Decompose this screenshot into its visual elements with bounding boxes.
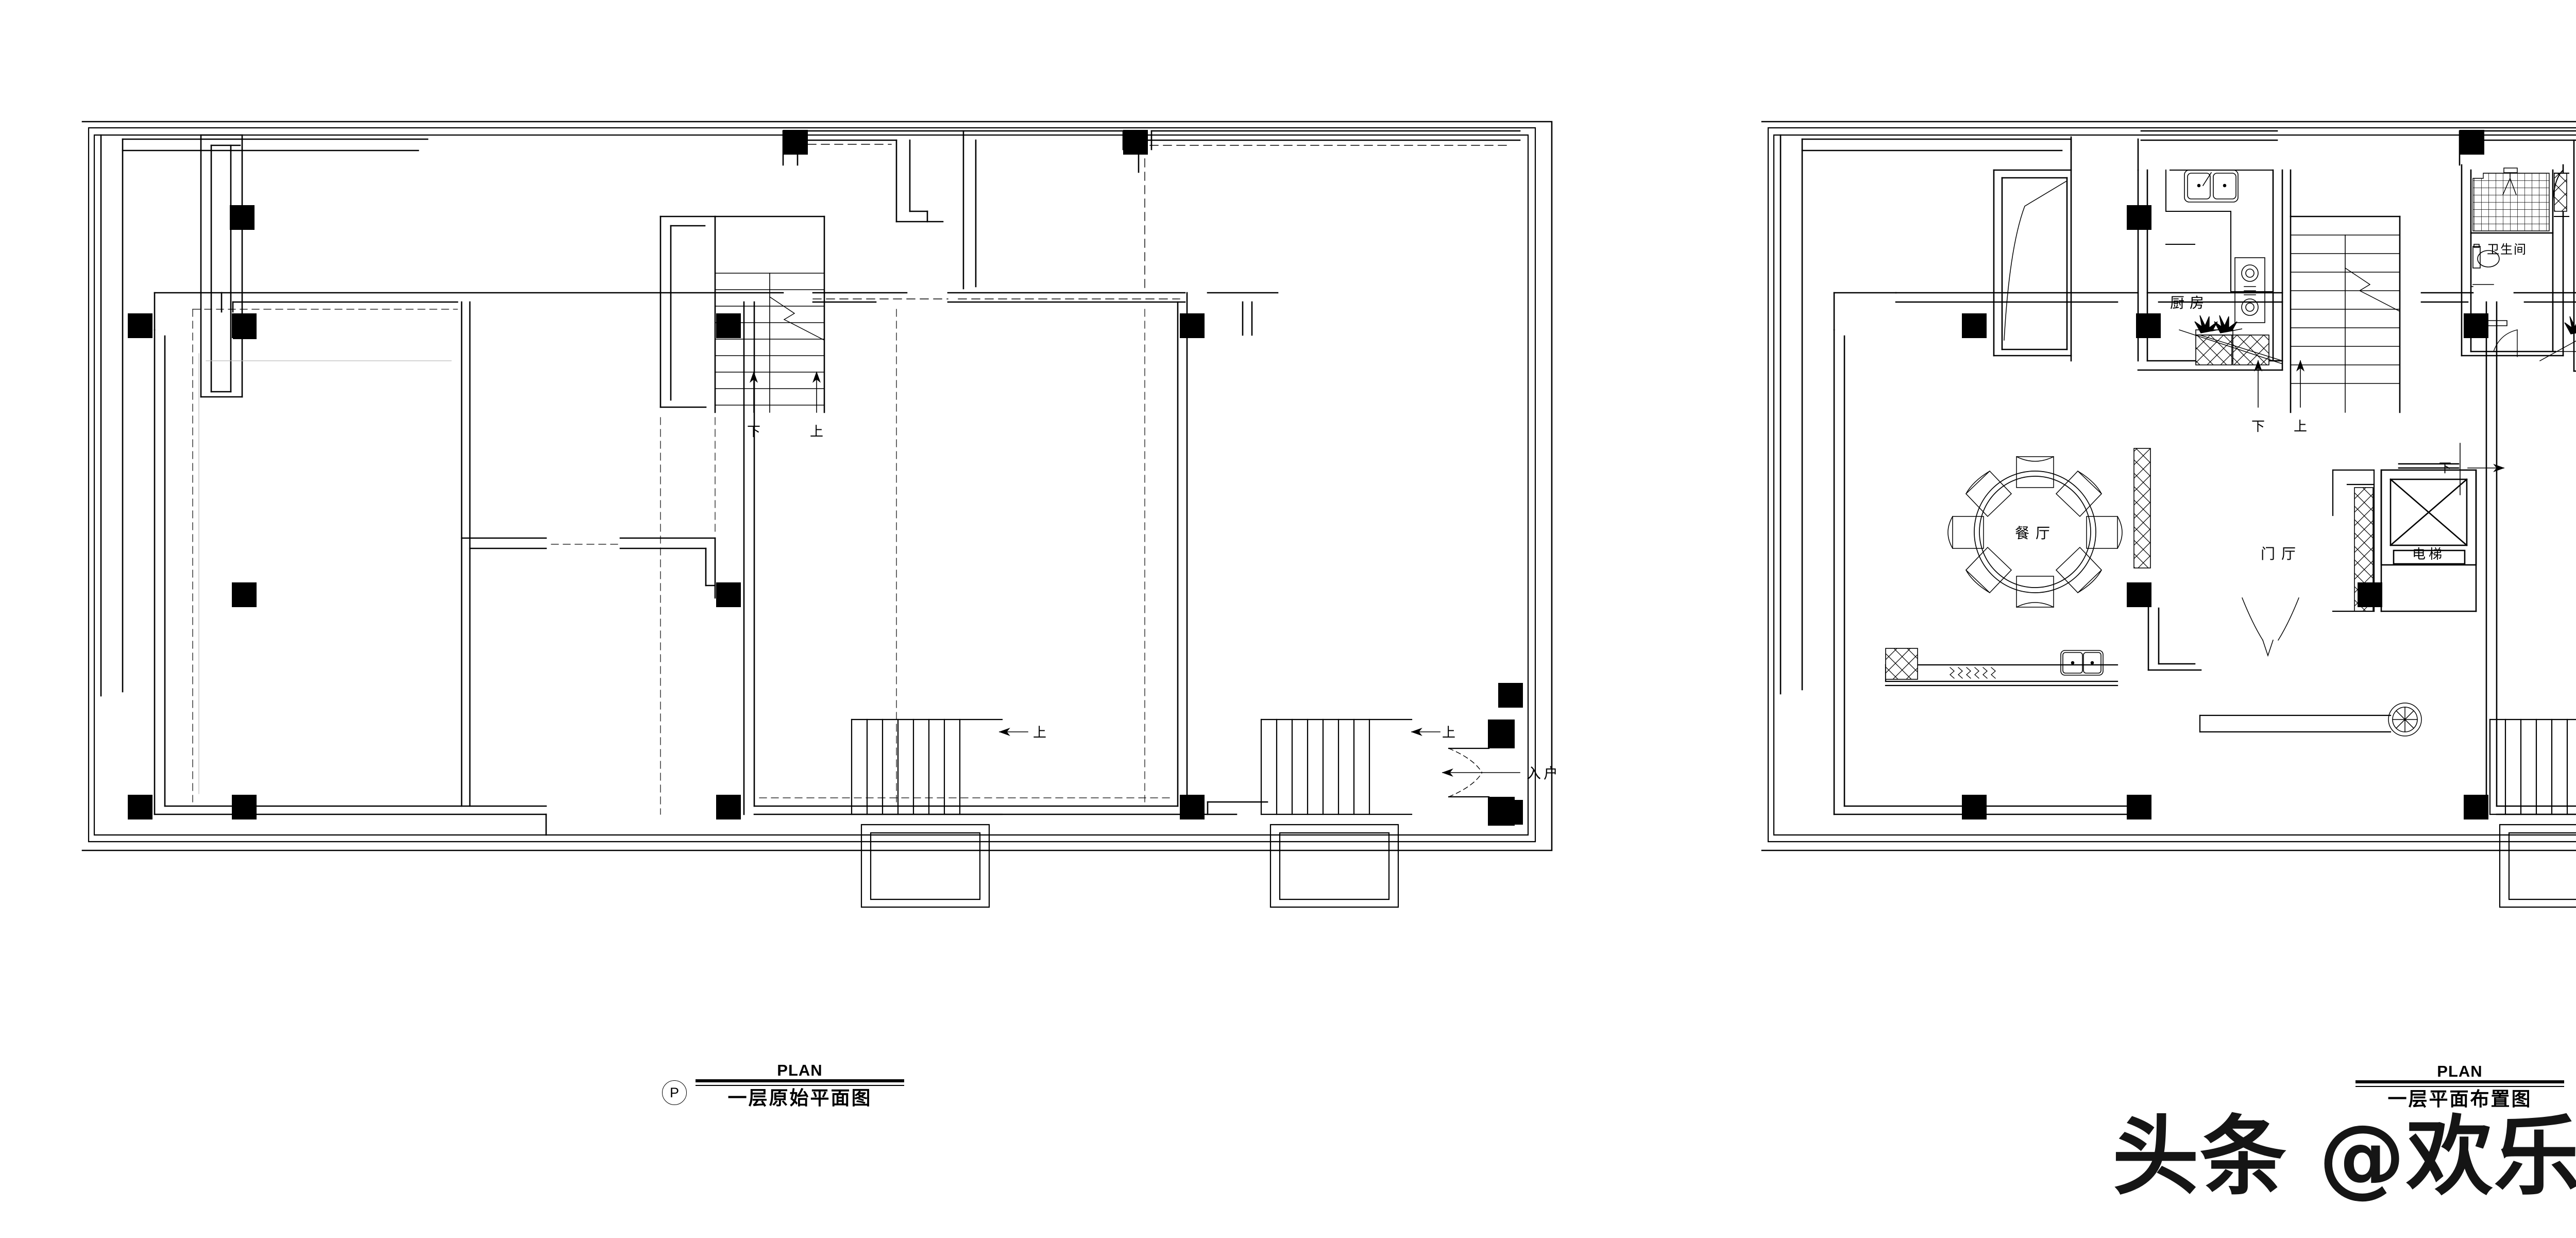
stair-arrows-layout xyxy=(2254,360,2304,408)
down-marker-living xyxy=(2460,443,2505,495)
title-block-right: PLAN 一层平面布置图 xyxy=(2355,1062,2564,1111)
title-en-left: PLAN xyxy=(777,1061,823,1079)
upper-left-stairwell xyxy=(200,134,243,398)
bathroom-door xyxy=(2493,329,2518,357)
annotation-right-1: 上 xyxy=(2294,419,2307,434)
upper-right-rooms-left xyxy=(895,130,1153,290)
stair-direction-arrows xyxy=(750,371,821,413)
plant-symbols xyxy=(2179,315,2576,364)
bathroom-closet xyxy=(2554,173,2567,212)
title-block-left: PLAN 一层原始平面图 xyxy=(696,1061,904,1110)
annotation-right-2: 下 xyxy=(2439,461,2451,475)
shower-head xyxy=(2502,168,2518,195)
site-boundary-right xyxy=(1767,127,2576,843)
top-wall-left xyxy=(782,130,1521,223)
room-label-dining: 餐厅 xyxy=(2015,525,2056,542)
plan-text-labels: 下 上 上 上 入户 厨房 卫生间 老人房 餐厅 门厅 电梯 客厅 下 上 下 … xyxy=(747,242,2527,782)
planter-circle xyxy=(2388,702,2422,737)
utility-divider xyxy=(1950,667,1996,679)
stair-break-line xyxy=(769,296,825,341)
mid-wall-right xyxy=(1833,292,2576,331)
balcony-right xyxy=(1780,134,2072,695)
exterior-steps-right xyxy=(2489,718,2576,908)
foyer-walls xyxy=(2147,601,2202,671)
title-rule-bottom-left xyxy=(696,1085,904,1086)
garden-path xyxy=(2199,714,2392,733)
watermark-text: 头条 @欢乐佳园装饰别墅大宅 xyxy=(2112,1106,2576,1207)
left-room-original xyxy=(154,301,547,836)
room-label-kitchen: 厨房 xyxy=(2170,294,2209,311)
upper-left-block xyxy=(100,134,429,697)
kitchen-sink xyxy=(2184,170,2239,203)
room-label-elevator: 电梯 xyxy=(2412,547,2445,562)
annotation-left-1: 上 xyxy=(810,424,823,440)
hidden-left-room xyxy=(192,309,458,802)
annotation-left-3: 上 xyxy=(1442,725,1455,741)
balcony-curve xyxy=(2004,180,2067,341)
title-rule-top-right xyxy=(2355,1080,2564,1084)
title-rule-top-left xyxy=(696,1079,904,1083)
living-room-walls xyxy=(2485,301,2576,815)
hidden-central xyxy=(551,417,716,815)
title-cn-right: 一层平面布置图 xyxy=(2387,1088,2532,1111)
title-rule-bottom-right xyxy=(2355,1086,2564,1088)
utility-sink xyxy=(2060,650,2104,676)
annotation-right-0: 下 xyxy=(2251,419,2265,434)
shower-area xyxy=(2472,173,2550,231)
elevator xyxy=(2380,463,2477,612)
stair-original xyxy=(659,215,825,413)
mid-wall-left xyxy=(154,292,1279,336)
utility-cabinet xyxy=(1885,648,1918,680)
right-rooms-original xyxy=(743,292,1268,815)
kitchen-counters xyxy=(2165,170,2274,292)
exterior-steps-left-2 xyxy=(1260,718,1413,908)
kitchen-low-cabinet xyxy=(2195,329,2233,336)
foyer-door-arcs xyxy=(2242,597,2299,657)
top-walls-right xyxy=(2070,130,2576,171)
title-en-right: PLAN xyxy=(2437,1062,2483,1080)
hidden-right-room xyxy=(759,309,1173,802)
bathroom-counter xyxy=(2470,284,2507,326)
site-outer-left xyxy=(81,121,1553,851)
stair-treads-layout xyxy=(2290,235,2400,413)
entry-door-left xyxy=(1442,720,1520,826)
hidden-lines-upper-left xyxy=(807,144,1510,299)
original-plan-group xyxy=(81,121,1553,908)
plan-marker-letter: P xyxy=(669,1084,679,1100)
stair-layout xyxy=(2290,169,2401,413)
foyer-screen xyxy=(2133,448,2151,568)
dining-table xyxy=(1974,471,2096,593)
dining-walls xyxy=(1833,329,2144,815)
faint-furn-left xyxy=(198,353,452,794)
layout-plan-group xyxy=(1761,121,2576,908)
toilet xyxy=(2472,244,2500,269)
title-cn-left: 一层原始平面图 xyxy=(727,1087,872,1110)
kitchen-stove xyxy=(2234,257,2265,323)
annotation-left-2: 上 xyxy=(1033,725,1046,741)
bathroom-entry-wall xyxy=(2552,169,2569,217)
room-label-bathroom: 卫生间 xyxy=(2487,242,2527,257)
kitchen-base-cabinets xyxy=(2195,334,2269,365)
annotation-left-0: 下 xyxy=(747,424,760,440)
plan-marker-circle-left: P xyxy=(662,1080,687,1105)
structural-columns-left xyxy=(128,130,1523,825)
bedroom-walls xyxy=(2573,139,2576,372)
site-outer-right xyxy=(1761,121,2576,851)
room-label-foyer: 门厅 xyxy=(2261,545,2302,562)
site-boundary-left xyxy=(88,127,1536,843)
structural-columns-right xyxy=(1962,130,2488,819)
stair-treads xyxy=(715,273,825,413)
exterior-steps-left xyxy=(851,718,1003,908)
dining-chairs xyxy=(1947,456,2123,608)
central-passage-original xyxy=(461,537,716,599)
annotation-left-4: 入户 xyxy=(1527,765,1561,782)
